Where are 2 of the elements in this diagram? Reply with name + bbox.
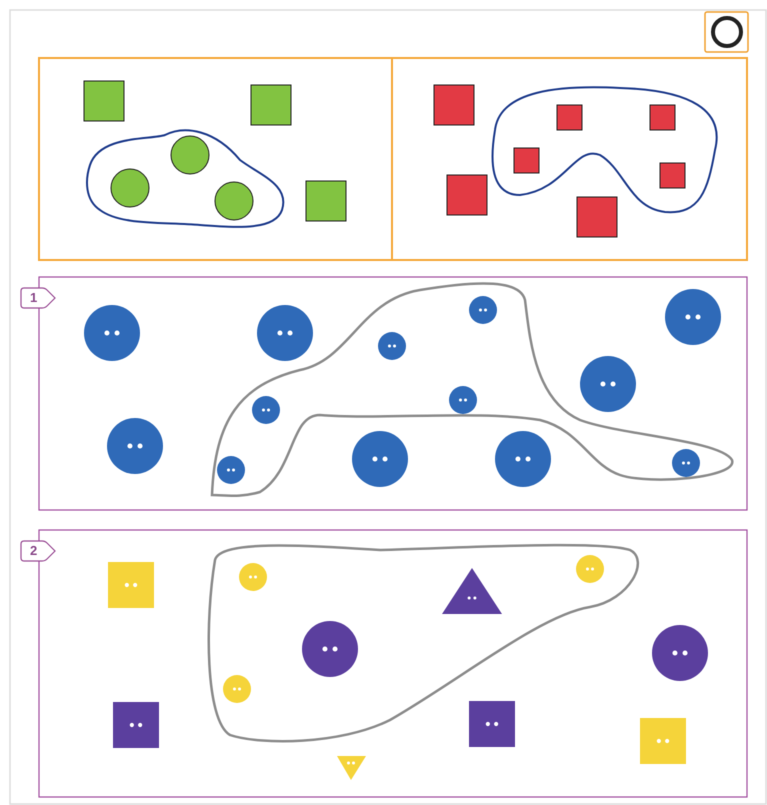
callout-number: 1 <box>30 291 38 305</box>
callout-number: 2 <box>30 544 38 558</box>
